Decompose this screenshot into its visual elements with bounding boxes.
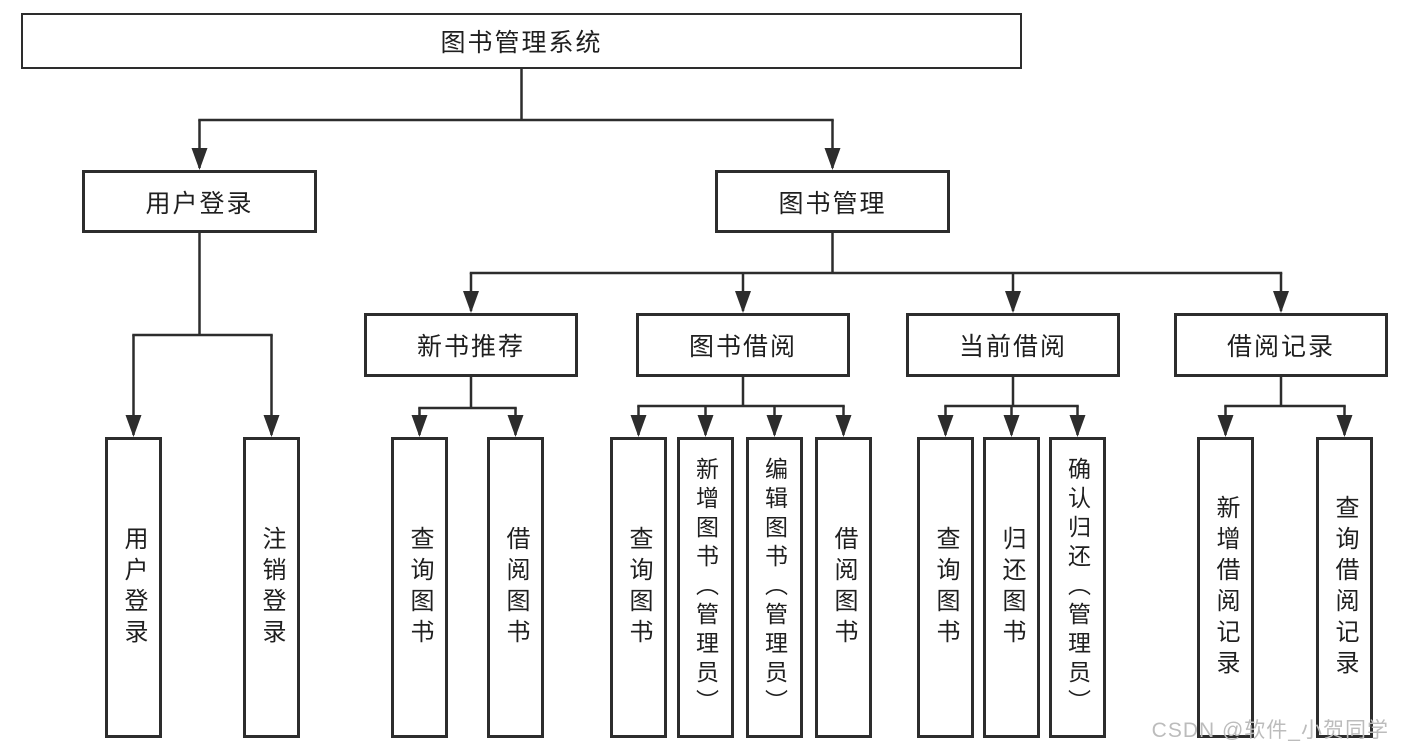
leaf-bb-add-books-admin: 新增图书（管理员）: [677, 437, 734, 738]
leaf-cb-query-books-label: 查询图书: [932, 525, 959, 650]
leaf-nb-borrow-books-label: 借阅图书: [502, 525, 529, 650]
leaf-br-add-record: 新增借阅记录: [1197, 437, 1254, 738]
node-book-borrow: 图书借阅: [636, 313, 850, 377]
node-book-management: 图书管理: [715, 170, 950, 233]
leaf-bb-add-books-admin-label: 新增图书（管理员）: [692, 457, 719, 718]
node-current-borrow-label: 当前借阅: [958, 333, 1067, 361]
leaf-bb-query-books-label: 查询图书: [625, 525, 652, 650]
connector-borrow-records-split: [1224, 377, 1346, 408]
connector-root-split: [198, 69, 834, 122]
node-user-login-label: 用户登录: [145, 189, 254, 218]
node-current-borrow: 当前借阅: [906, 313, 1120, 377]
leaf-user-login-label: 用户登录: [120, 525, 147, 650]
leaf-bb-borrow-books: 借阅图书: [815, 437, 872, 738]
connector-mgmt-split: [469, 233, 1283, 275]
leaf-bb-edit-books-admin: 编辑图书（管理员）: [746, 437, 803, 738]
node-new-book-recommend: 新书推荐: [364, 313, 578, 377]
leaf-br-query-record-label: 查询借阅记录: [1331, 494, 1358, 681]
leaf-nb-query-books-label: 查询图书: [406, 525, 433, 650]
connector-new-books-split: [418, 377, 517, 410]
node-root-system: 图书管理系统: [21, 13, 1022, 69]
leaf-logout-label: 注销登录: [258, 525, 285, 650]
leaf-br-query-record: 查询借阅记录: [1316, 437, 1373, 738]
node-book-borrow-label: 图书借阅: [688, 333, 797, 361]
leaf-br-add-record-label: 新增借阅记录: [1212, 494, 1239, 681]
leaf-nb-query-books: 查询图书: [391, 437, 448, 738]
node-borrow-records: 借阅记录: [1174, 313, 1388, 377]
csdn-watermark: CSDN @软件_小贺同学: [1151, 719, 1389, 742]
node-root-label: 图书管理系统: [440, 29, 603, 57]
leaf-cb-confirm-return-admin-label: 确认归还（管理员）: [1064, 457, 1091, 718]
leaf-cb-return-books-label: 归还图书: [998, 525, 1025, 650]
leaf-nb-borrow-books: 借阅图书: [487, 437, 544, 738]
leaf-cb-return-books: 归还图书: [983, 437, 1040, 738]
node-book-management-label: 图书管理: [778, 189, 887, 218]
leaf-logout: 注销登录: [243, 437, 300, 738]
connector-book-borrow-split: [637, 377, 845, 408]
leaf-bb-borrow-books-label: 借阅图书: [830, 525, 857, 650]
node-user-login: 用户登录: [82, 170, 317, 233]
leaf-cb-query-books: 查询图书: [917, 437, 974, 738]
leaf-bb-edit-books-admin-label: 编辑图书（管理员）: [761, 457, 788, 718]
leaf-bb-query-books: 查询图书: [610, 437, 667, 738]
connector-current-borrow-split: [944, 377, 1079, 408]
connector-login-split: [132, 233, 273, 337]
leaf-cb-confirm-return-admin: 确认归还（管理员）: [1049, 437, 1106, 738]
leaf-user-login: 用户登录: [105, 437, 162, 738]
node-new-book-recommend-label: 新书推荐: [416, 333, 525, 361]
node-borrow-records-label: 借阅记录: [1226, 333, 1335, 361]
